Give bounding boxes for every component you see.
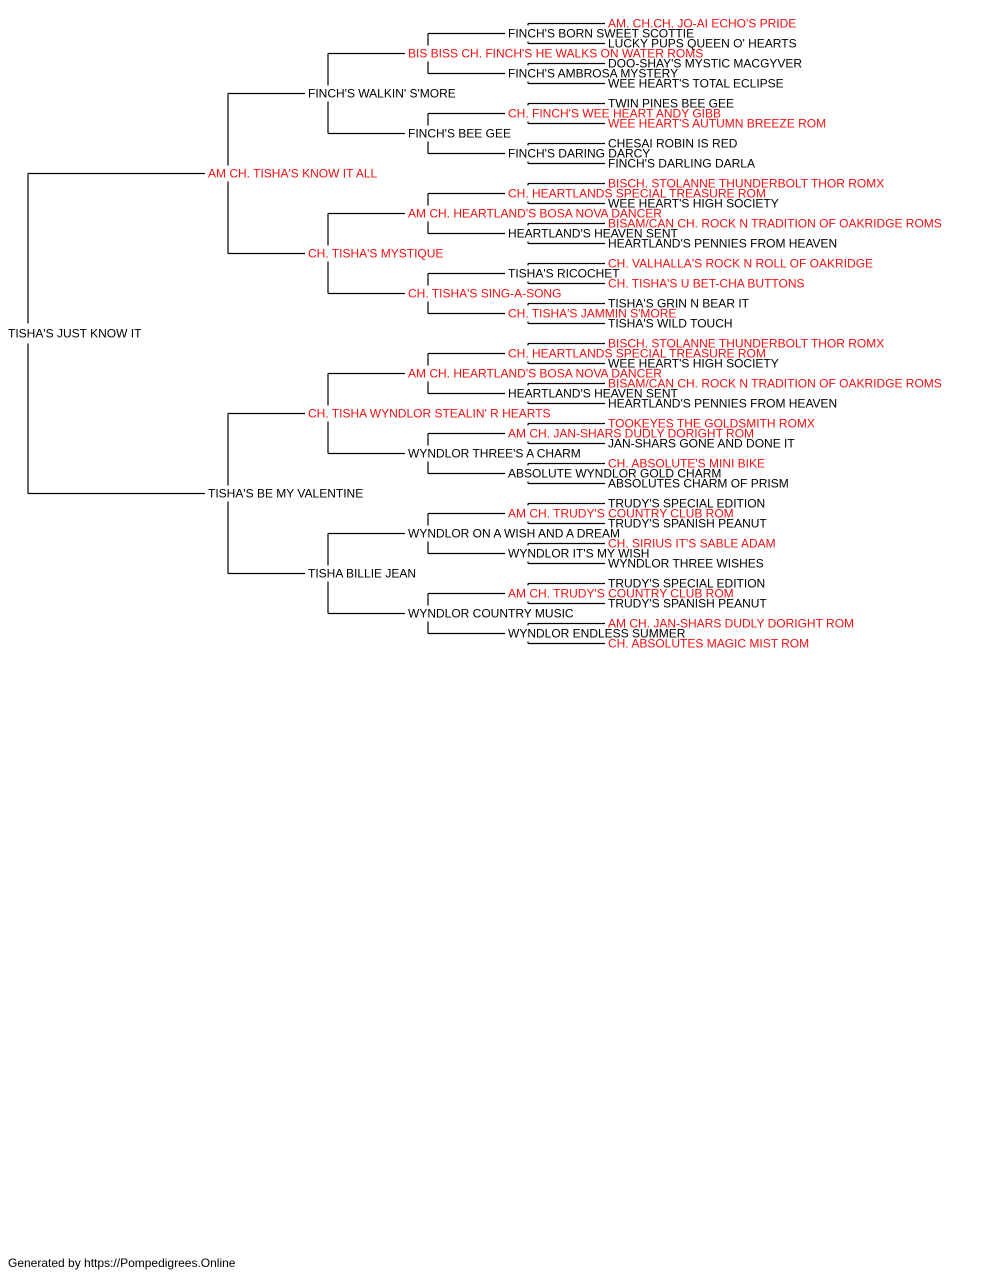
pedigree-entry[interactable]: TISHA BILLIE JEAN xyxy=(308,567,416,581)
pedigree-entry[interactable]: HEARTLAND'S PENNIES FROM HEAVEN xyxy=(608,237,837,251)
pedigree-entry[interactable]: BIS BISS CH. FINCH'S HE WALKS ON WATER R… xyxy=(408,47,703,61)
pedigree-entry[interactable]: TISHA'S BE MY VALENTINE xyxy=(208,487,363,501)
pedigree-entry[interactable]: AM CH. JAN-SHARS DUDLY DORIGHT ROM xyxy=(608,617,854,631)
pedigree-entry[interactable]: BISAM/CAN CH. ROCK N TRADITION OF OAKRID… xyxy=(608,377,942,391)
pedigree-entry[interactable]: TISHA'S RICOCHET xyxy=(508,267,620,281)
pedigree-entry[interactable]: CH. SIRIUS IT'S SABLE ADAM xyxy=(608,537,776,551)
pedigree-entry[interactable]: CH. HEARTLANDS SPECIAL TREASURE ROM xyxy=(508,187,766,201)
pedigree-entry[interactable]: TRUDY'S SPANISH PEANUT xyxy=(608,517,767,531)
pedigree-entry[interactable]: AM CH. JAN-SHARS DUDLY DORIGHT ROM xyxy=(508,427,754,441)
pedigree-entry[interactable]: FINCH'S DARLING DARLA xyxy=(608,157,755,171)
pedigree-entry[interactable]: BISCH. STOLANNE THUNDERBOLT THOR ROMX xyxy=(608,337,884,351)
pedigree-entry[interactable]: FINCH'S WALKIN' S'MORE xyxy=(308,87,456,101)
pedigree-entry[interactable]: CH. FINCH'S WEE HEART ANDY GIBB xyxy=(508,107,721,121)
pedigree-entry[interactable]: DOO-SHAY'S MYSTIC MACGYVER xyxy=(608,57,802,71)
pedigree-entry[interactable]: HEARTLAND'S HEAVEN SENT xyxy=(508,227,679,241)
pedigree-entry[interactable]: LUCKY PUPS QUEEN O' HEARTS xyxy=(608,37,797,51)
pedigree-entry[interactable]: CHESAI ROBIN IS RED xyxy=(608,137,738,151)
pedigree-entry[interactable]: CH. TISHA'S U BET-CHA BUTTONS xyxy=(608,277,805,291)
pedigree-entry[interactable]: ABSOLUTE WYNDLOR GOLD CHARM xyxy=(508,467,721,481)
pedigree-entry[interactable]: AM CH. TRUDY'S COUNTRY CLUB ROM xyxy=(508,587,734,601)
pedigree-entry[interactable]: WYNDLOR ENDLESS SUMMER xyxy=(508,627,686,641)
pedigree-entry[interactable]: BISCH. STOLANNE THUNDERBOLT THOR ROMX xyxy=(608,177,884,191)
footer-credit: Generated by https://Pompedigrees.Online xyxy=(8,1256,236,1270)
pedigree-entry[interactable]: JAN-SHARS GONE AND DONE IT xyxy=(608,437,795,451)
pedigree-entry[interactable]: WEE HEART'S AUTUMN BREEZE ROM xyxy=(608,117,826,131)
pedigree-entry[interactable]: TRUDY'S SPANISH PEANUT xyxy=(608,597,767,611)
pedigree-entry[interactable]: TWIN PINES BEE GEE xyxy=(608,97,734,111)
pedigree-entry[interactable]: HEARTLAND'S PENNIES FROM HEAVEN xyxy=(608,397,837,411)
pedigree-entry[interactable]: CH. TISHA'S SING-A-SONG xyxy=(408,287,561,301)
pedigree-entry[interactable]: AM CH. TISHA'S KNOW IT ALL xyxy=(208,167,378,181)
pedigree-entry[interactable]: ABSOLUTES CHARM OF PRISM xyxy=(608,477,789,491)
pedigree-entry[interactable]: WYNDLOR ON A WISH AND A DREAM xyxy=(408,527,620,541)
pedigree-entry[interactable]: TISHA'S GRIN N BEAR IT xyxy=(608,297,750,311)
pedigree-entry[interactable]: FINCH'S DARING DARCY xyxy=(508,147,650,161)
pedigree-entry[interactable]: WEE HEART'S TOTAL ECLIPSE xyxy=(608,77,784,91)
pedigree-entry[interactable]: CH. TISHA'S JAMMIN S'MORE xyxy=(508,307,676,321)
pedigree-entry[interactable]: AM CH. HEARTLAND'S BOSA NOVA DANCER xyxy=(408,207,662,221)
pedigree-entry[interactable]: WYNDLOR COUNTRY MUSIC xyxy=(408,607,574,621)
pedigree-entry[interactable]: WEE HEART'S HIGH SOCIETY xyxy=(608,197,779,211)
pedigree-entry[interactable]: WYNDLOR IT'S MY WISH xyxy=(508,547,649,561)
pedigree-entry[interactable]: CH. ABSOLUTE'S MINI BIKE xyxy=(608,457,765,471)
pedigree-entry[interactable]: FINCH'S AMBROSA MYSTERY xyxy=(508,67,678,81)
pedigree-entry[interactable]: WEE HEART'S HIGH SOCIETY xyxy=(608,357,779,371)
pedigree-entry[interactable]: CH. ABSOLUTES MAGIC MIST ROM xyxy=(608,637,809,651)
pedigree-entry[interactable]: WYNDLOR THREE'S A CHARM xyxy=(408,447,581,461)
pedigree-entry[interactable]: TRUDY'S SPECIAL EDITION xyxy=(608,497,765,511)
pedigree-entry[interactable]: TISHA'S JUST KNOW IT xyxy=(8,327,142,341)
pedigree-entry[interactable]: AM. CH.CH. JO-AI ECHO'S PRIDE xyxy=(608,17,796,31)
pedigree-entry[interactable]: CH. VALHALLA'S ROCK N ROLL OF OAKRIDGE xyxy=(608,257,873,271)
pedigree-entry[interactable]: AM CH. TRUDY'S COUNTRY CLUB ROM xyxy=(508,507,734,521)
pedigree-entry[interactable]: BISAM/CAN CH. ROCK N TRADITION OF OAKRID… xyxy=(608,217,942,231)
pedigree-entry[interactable]: FINCH'S BORN SWEET SCOTTIE xyxy=(508,27,694,41)
pedigree-entry[interactable]: HEARTLAND'S HEAVEN SENT xyxy=(508,387,679,401)
pedigree-entry[interactable]: TOOKEYES THE GOLDSMITH ROMX xyxy=(608,417,815,431)
pedigree-entry[interactable]: TISHA'S WILD TOUCH xyxy=(608,317,733,331)
pedigree-entry[interactable]: WYNDLOR THREE WISHES xyxy=(608,557,764,571)
pedigree-entry[interactable]: FINCH'S BEE GEE xyxy=(408,127,511,141)
pedigree-entry[interactable]: TRUDY'S SPECIAL EDITION xyxy=(608,577,765,591)
pedigree-entry[interactable]: CH. TISHA'S MYSTIQUE xyxy=(308,247,443,261)
pedigree-entry[interactable]: CH. TISHA WYNDLOR STEALIN' R HEARTS xyxy=(308,407,551,421)
pedigree-entry[interactable]: AM CH. HEARTLAND'S BOSA NOVA DANCER xyxy=(408,367,662,381)
pedigree-entry[interactable]: CH. HEARTLANDS SPECIAL TREASURE ROM xyxy=(508,347,766,361)
